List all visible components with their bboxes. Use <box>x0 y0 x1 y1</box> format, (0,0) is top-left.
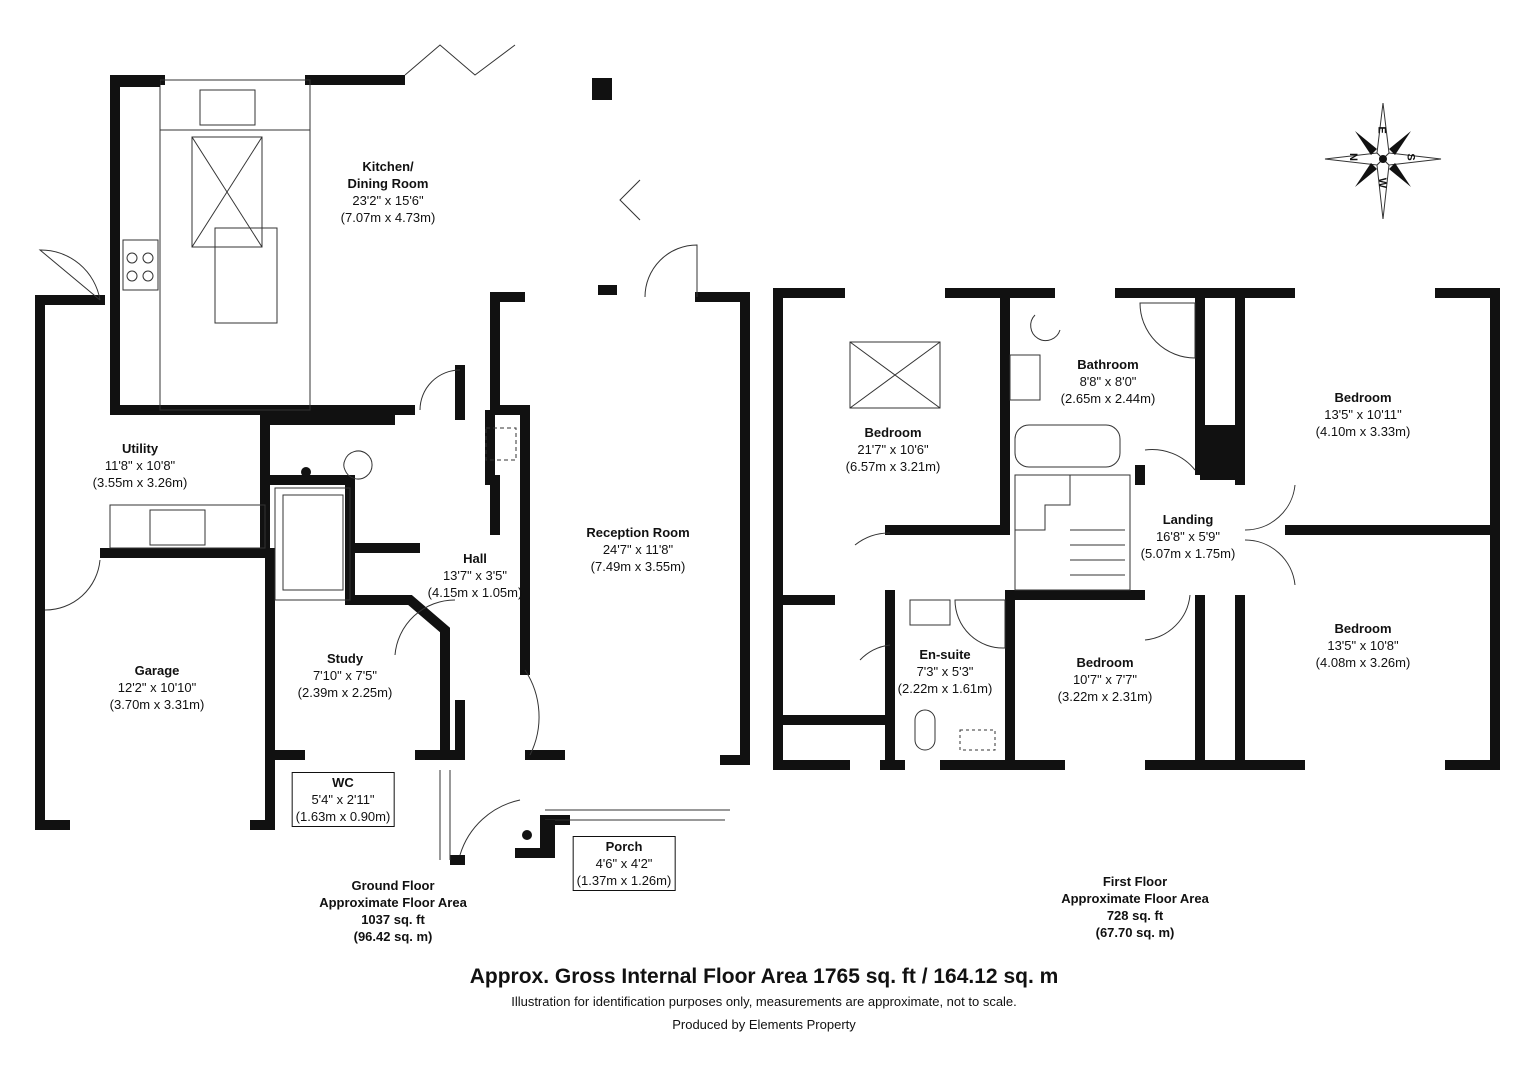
room-label-utility: Utility 11'8" x 10'8" (3.55m x 3.26m) <box>93 440 188 491</box>
floor-area-sqft: 1037 sq. ft <box>361 912 425 927</box>
compass-letter-s: S <box>1404 153 1417 161</box>
room-name: Reception Room <box>586 525 690 540</box>
room-dimensions-metric: (4.08m x 3.26m) <box>1315 655 1411 670</box>
room-label-hall: Hall 13'7" x 3'5" (4.15m x 1.05m) <box>428 550 523 601</box>
wall-infill-blocks <box>110 75 1240 858</box>
room-name: Hall <box>463 551 487 566</box>
first-floor-area: First Floor Approximate Floor Area 728 s… <box>1061 873 1209 941</box>
compass-letter-e: E <box>1375 126 1388 134</box>
room-name: Kitchen/ <box>362 159 414 174</box>
room-name: Landing <box>1162 512 1214 527</box>
fixtures <box>38 44 1296 860</box>
room-dimensions-imperial: 5'4" x 2'11" <box>311 792 375 807</box>
room-dimensions-metric: (1.37m x 1.26m) <box>576 873 672 888</box>
room-dimensions-imperial: 7'10" x 7'5" <box>312 668 378 683</box>
room-name: Dining Room <box>347 176 429 191</box>
room-dimensions-imperial: 13'7" x 3'5" <box>442 568 508 583</box>
room-label-landing: Landing 16'8" x 5'9" (5.07m x 1.75m) <box>1141 511 1236 562</box>
room-dimensions-metric: (3.22m x 2.31m) <box>1057 689 1153 704</box>
room-dimensions-imperial: 4'6" x 4'2" <box>595 856 653 871</box>
room-name: Utility <box>121 441 159 456</box>
room-name: Bathroom <box>1077 357 1139 372</box>
room-dimensions-metric: (2.65m x 2.44m) <box>1060 391 1156 406</box>
producer-credit: Produced by Elements Property <box>672 1017 856 1032</box>
room-dimensions-imperial: 21'7" x 10'6" <box>857 442 929 457</box>
room-dimensions-imperial: 12'2" x 10'10" <box>117 680 197 695</box>
room-label-bathroom: Bathroom 8'8" x 8'0" (2.65m x 2.44m) <box>1061 356 1156 407</box>
room-label-bedroom-1: Bedroom 21'7" x 10'6" (6.57m x 3.21m) <box>846 424 941 475</box>
room-label-bedroom-4: Bedroom 13'5" x 10'8" (4.08m x 3.26m) <box>1316 620 1411 671</box>
gross-floor-area: Approx. Gross Internal Floor Area 1765 s… <box>469 965 1059 988</box>
room-dimensions-metric: (7.07m x 4.73m) <box>340 210 436 225</box>
room-dimensions-imperial: 13'5" x 10'8" <box>1327 638 1399 653</box>
room-dimensions-imperial: 11'8" x 10'8" <box>104 458 176 473</box>
room-dimensions-imperial: 8'8" x 8'0" <box>1079 374 1137 389</box>
room-dimensions-metric: (4.10m x 3.33m) <box>1315 424 1411 439</box>
floor-title: Ground Floor <box>351 878 435 893</box>
room-dimensions-metric: (2.22m x 1.61m) <box>897 681 993 696</box>
floor-area-caption: Approximate Floor Area <box>1061 891 1209 906</box>
room-label-wc: WC 5'4" x 2'11" (1.63m x 0.90m) <box>291 772 395 827</box>
room-dimensions-metric: (3.55m x 3.26m) <box>92 475 188 490</box>
room-dimensions-imperial: 24'7" x 11'8" <box>602 542 674 557</box>
room-name: Bedroom <box>864 425 922 440</box>
room-dimensions-metric: (5.07m x 1.75m) <box>1140 546 1236 561</box>
room-dimensions-metric: (2.39m x 2.25m) <box>297 685 393 700</box>
room-label-garage: Garage 12'2" x 10'10" (3.70m x 3.31m) <box>110 662 205 713</box>
room-dimensions-imperial: 16'8" x 5'9" <box>1155 529 1221 544</box>
room-label-kitchen: Kitchen/ Dining Room 23'2" x 15'6" (7.07… <box>341 158 436 226</box>
room-dimensions-metric: (3.70m x 3.31m) <box>109 697 205 712</box>
room-dimensions-metric: (1.63m x 0.90m) <box>295 809 391 824</box>
room-label-porch: Porch 4'6" x 4'2" (1.37m x 1.26m) <box>572 836 676 891</box>
room-name: Bedroom <box>1334 621 1392 636</box>
room-label-bedroom-3: Bedroom 10'7" x 7'7" (3.22m x 2.31m) <box>1058 654 1153 705</box>
room-label-ensuite: En-suite 7'3" x 5'3" (2.22m x 1.61m) <box>898 646 993 697</box>
room-name: Porch <box>605 839 643 854</box>
compass-rose <box>1324 102 1442 220</box>
disclaimer-text: Illustration for identification purposes… <box>511 994 1017 1009</box>
floor-area-caption: Approximate Floor Area <box>319 895 467 910</box>
floor-area-sqm: (96.42 sq. m) <box>353 929 433 944</box>
ground-floor-area: Ground Floor Approximate Floor Area 1037… <box>319 877 467 945</box>
room-dimensions-metric: (7.49m x 3.55m) <box>590 559 686 574</box>
floor-title: First Floor <box>1102 874 1168 889</box>
room-name: Study <box>326 651 364 666</box>
floor-area-sqm: (67.70 sq. m) <box>1095 925 1175 940</box>
floor-area-sqft: 728 sq. ft <box>1106 908 1164 923</box>
compass-letter-w: W <box>1376 177 1389 189</box>
room-dimensions-imperial: 7'3" x 5'3" <box>916 664 974 679</box>
room-label-bedroom-2: Bedroom 13'5" x 10'11" (4.10m x 3.33m) <box>1316 389 1411 440</box>
room-dimensions-imperial: 23'2" x 15'6" <box>352 193 424 208</box>
room-dimensions-metric: (4.15m x 1.05m) <box>427 585 523 600</box>
room-name: En-suite <box>919 647 971 662</box>
room-name: Bedroom <box>1334 390 1392 405</box>
room-dimensions-imperial: 10'7" x 7'7" <box>1072 672 1138 687</box>
room-label-study: Study 7'10" x 7'5" (2.39m x 2.25m) <box>298 650 393 701</box>
room-name: Bedroom <box>1076 655 1134 670</box>
room-dimensions-metric: (6.57m x 3.21m) <box>845 459 941 474</box>
room-name: WC <box>332 775 354 790</box>
room-dimensions-imperial: 13'5" x 10'11" <box>1324 407 1402 422</box>
compass-letter-n: N <box>1346 153 1359 161</box>
room-label-reception: Reception Room 24'7" x 11'8" (7.49m x 3.… <box>586 524 689 575</box>
room-name: Garage <box>134 663 180 678</box>
